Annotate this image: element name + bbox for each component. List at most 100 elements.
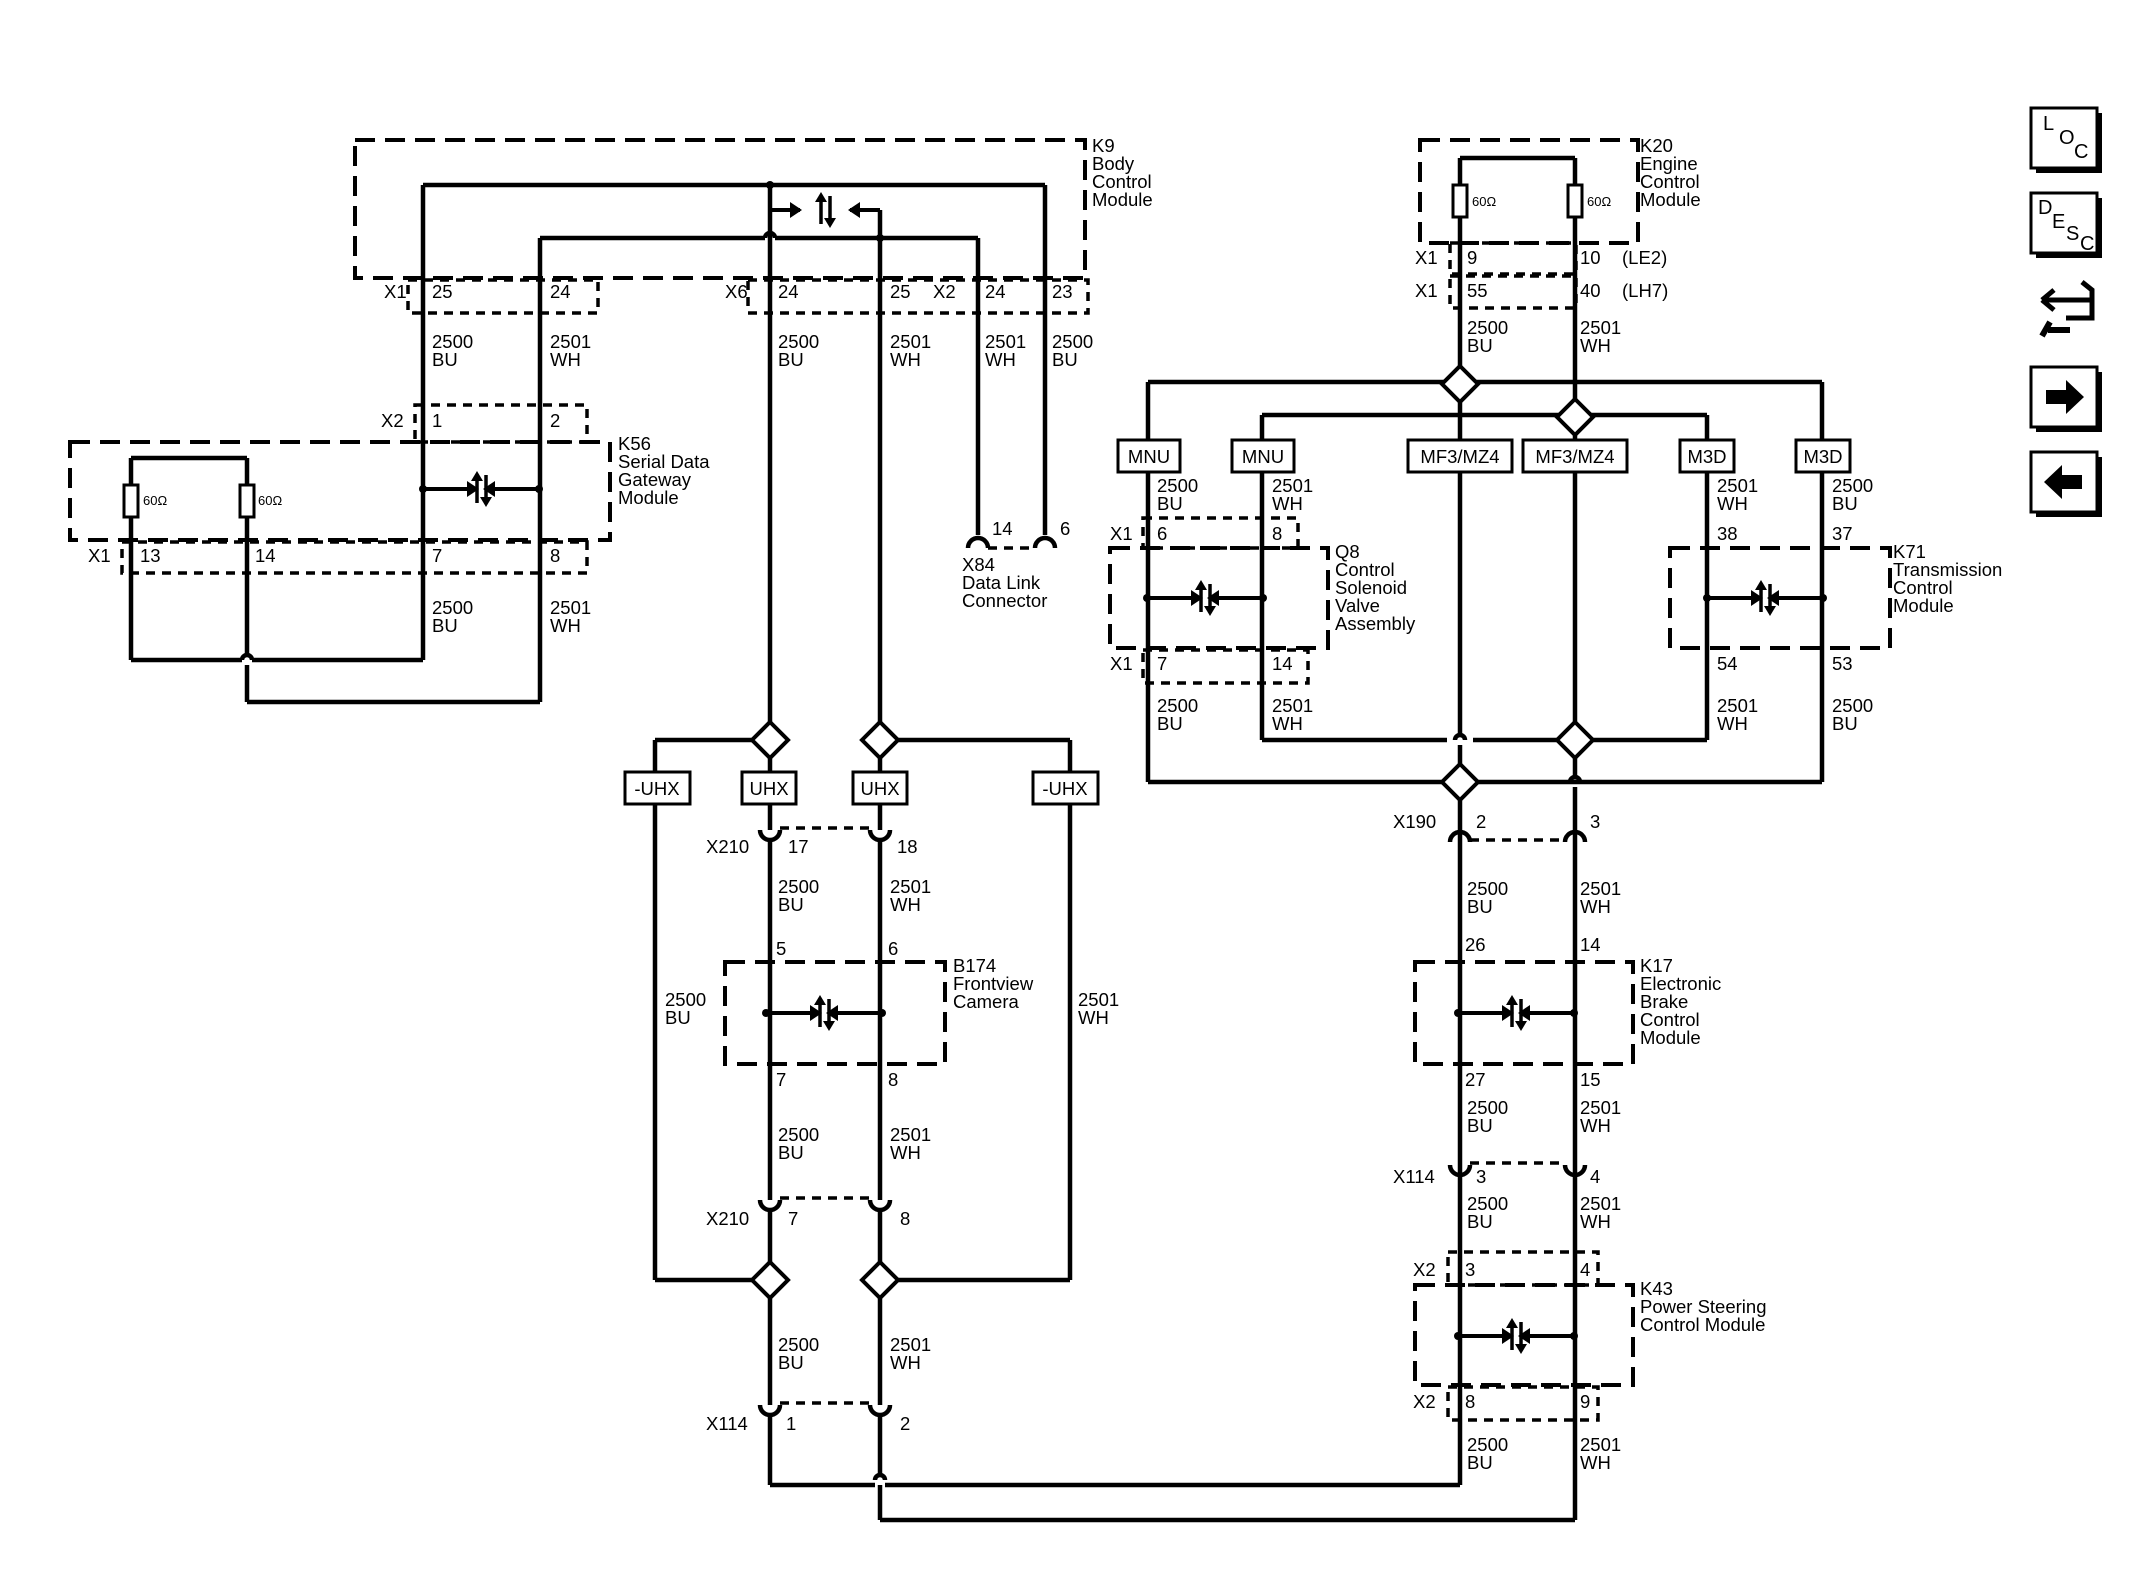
svg-text:2500: 2500: [432, 331, 473, 352]
svg-text:9: 9: [1580, 1391, 1590, 1412]
svg-text:X2: X2: [1413, 1391, 1436, 1412]
svg-text:2501: 2501: [1717, 695, 1758, 716]
svg-text:17: 17: [788, 836, 809, 857]
svg-text:23: 23: [1052, 281, 1073, 302]
svg-text:WH: WH: [890, 894, 921, 915]
svg-text:2501: 2501: [550, 331, 591, 352]
svg-text:6: 6: [888, 938, 898, 959]
svg-text:WH: WH: [890, 1352, 921, 1373]
svg-text:2501: 2501: [890, 1124, 931, 1145]
svg-text:2500: 2500: [1832, 695, 1873, 716]
circuit-flow-icon[interactable]: [2039, 280, 2095, 338]
svg-text:2501: 2501: [1580, 878, 1621, 899]
svg-text:WH: WH: [1717, 713, 1748, 734]
svg-text:Frontview: Frontview: [953, 973, 1034, 994]
k43-label: K43: [1640, 1278, 1673, 1299]
k20-label: K20: [1640, 135, 1673, 156]
arrow-left-icon[interactable]: [2029, 450, 2102, 517]
svg-text:WH: WH: [1580, 1115, 1611, 1136]
nav-panel[interactable]: [2029, 106, 2102, 517]
svg-text:14: 14: [1580, 934, 1601, 955]
svg-text:WH: WH: [550, 349, 581, 370]
svg-text:Assembly: Assembly: [1335, 613, 1416, 634]
svg-text:Valve: Valve: [1335, 595, 1380, 616]
svg-text:Engine: Engine: [1640, 153, 1698, 174]
svg-text:2: 2: [1476, 811, 1486, 832]
svg-text:S: S: [2066, 223, 2079, 245]
k9-label: K9: [1092, 135, 1115, 156]
svg-text:BU: BU: [432, 615, 458, 636]
svg-text:WH: WH: [1272, 493, 1303, 514]
svg-text:X1: X1: [1110, 523, 1133, 544]
svg-text:Module: Module: [1893, 595, 1954, 616]
svg-text:X1: X1: [88, 545, 111, 566]
svg-text:-UHX: -UHX: [634, 778, 679, 799]
svg-text:2501: 2501: [550, 597, 591, 618]
svg-text:Control Module: Control Module: [1640, 1314, 1765, 1335]
svg-text:E: E: [2052, 211, 2065, 233]
svg-text:2501: 2501: [890, 331, 931, 352]
svg-text:2500: 2500: [1467, 1097, 1508, 1118]
q8-control-solenoid-valve-assembly: [1108, 516, 1330, 685]
svg-text:2501: 2501: [1717, 475, 1758, 496]
svg-text:2501: 2501: [1272, 475, 1313, 496]
svg-text:WH: WH: [1580, 896, 1611, 917]
resistor-icon: [122, 483, 140, 519]
svg-text:Camera: Camera: [953, 991, 1020, 1012]
svg-text:WH: WH: [1078, 1007, 1109, 1028]
svg-text:2500: 2500: [778, 331, 819, 352]
b174-label: B174: [953, 955, 996, 976]
svg-text:26: 26: [1465, 934, 1486, 955]
svg-text:BU: BU: [778, 349, 804, 370]
svg-text:Brake: Brake: [1640, 991, 1688, 1012]
tag-labels: MNU MNU MF3/MZ4 MF3/MZ4 M3D M3D -UHX UHX…: [634, 446, 1842, 799]
svg-text:24: 24: [985, 281, 1006, 302]
svg-text:8: 8: [888, 1069, 898, 1090]
nav-labels: L O C D E S C: [2038, 113, 2094, 255]
svg-text:WH: WH: [1272, 713, 1303, 734]
svg-text:MF3/MZ4: MF3/MZ4: [1420, 446, 1499, 467]
svg-text:Solenoid: Solenoid: [1335, 577, 1407, 598]
svg-text:BU: BU: [665, 1007, 691, 1028]
svg-text:9: 9: [1467, 247, 1477, 268]
svg-text:38: 38: [1717, 523, 1738, 544]
k17-label: K17: [1640, 955, 1673, 976]
svg-text:2500: 2500: [778, 1334, 819, 1355]
svg-text:UHX: UHX: [860, 778, 899, 799]
svg-text:X210: X210: [706, 1208, 749, 1229]
svg-text:2500: 2500: [1467, 317, 1508, 338]
svg-text:6: 6: [1060, 518, 1070, 539]
svg-text:Body: Body: [1092, 153, 1135, 174]
svg-text:Control: Control: [1092, 171, 1152, 192]
svg-text:3: 3: [1465, 1259, 1475, 1280]
svg-text:10: 10: [1580, 247, 1601, 268]
svg-text:BU: BU: [1832, 493, 1858, 514]
svg-text:2501: 2501: [985, 331, 1026, 352]
k20-engine-control-module: [1418, 138, 1640, 406]
svg-text:M3D: M3D: [1687, 446, 1726, 467]
pin-labels: X1 25 24 X6 24 25 X2 24 23 X1 9 10 (LE2)…: [88, 194, 1853, 1434]
svg-text:WH: WH: [1717, 493, 1748, 514]
svg-text:Control: Control: [1335, 559, 1395, 580]
svg-text:5: 5: [776, 938, 786, 959]
arrow-right-icon[interactable]: [2029, 365, 2102, 432]
svg-text:27: 27: [1465, 1069, 1486, 1090]
desc-button[interactable]: [2029, 191, 2102, 258]
svg-text:X1: X1: [1415, 280, 1438, 301]
svg-text:8: 8: [550, 545, 560, 566]
svg-text:1: 1: [432, 410, 442, 431]
k9-body-control-module: [353, 138, 1090, 730]
svg-text:2500: 2500: [432, 597, 473, 618]
svg-text:WH: WH: [1580, 1452, 1611, 1473]
x84-data-link-connector: [965, 535, 1058, 550]
loc-button[interactable]: [2029, 106, 2102, 173]
svg-text:13: 13: [140, 545, 161, 566]
svg-text:6: 6: [1157, 523, 1167, 544]
svg-text:BU: BU: [1467, 896, 1493, 917]
svg-text:X1: X1: [1415, 247, 1438, 268]
q8-label: Q8: [1335, 541, 1360, 562]
svg-text:2: 2: [900, 1413, 910, 1434]
svg-text:2500: 2500: [1157, 695, 1198, 716]
svg-text:WH: WH: [985, 349, 1016, 370]
